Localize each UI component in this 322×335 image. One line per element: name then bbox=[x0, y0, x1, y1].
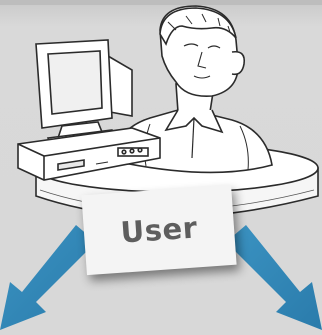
user-label-card: User bbox=[81, 185, 236, 275]
user-label: User bbox=[120, 210, 199, 249]
